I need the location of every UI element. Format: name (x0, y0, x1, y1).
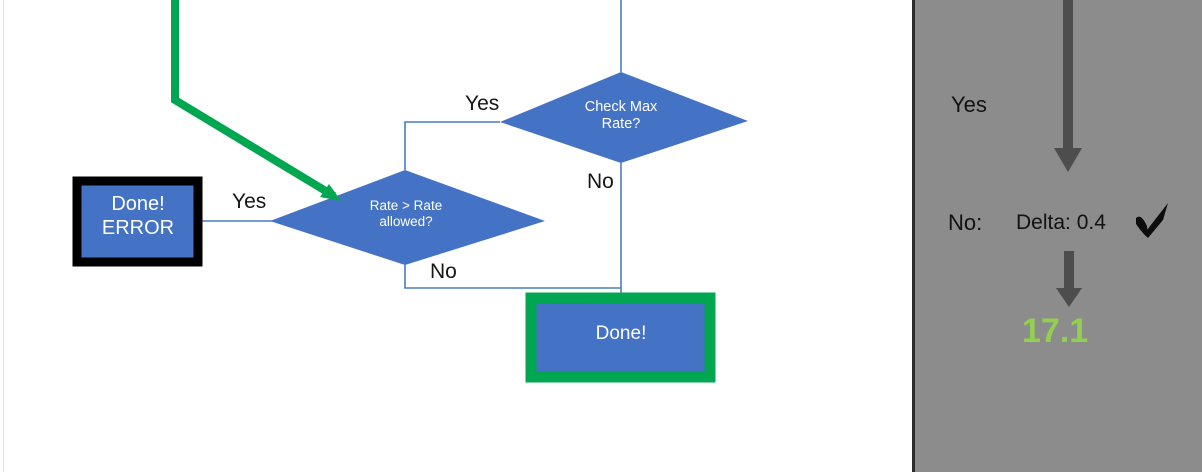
edge-label-yes-to-done-error: Yes (232, 190, 267, 213)
edge-label-no-from-check-max: No (587, 170, 614, 193)
panel-no-label: No: (948, 210, 983, 235)
page-left-edge (3, 0, 4, 472)
flowchart-diagram (72, 0, 748, 383)
node-rate-gt-allowed[interactable] (270, 170, 545, 265)
edge-label-yes-to-check-max: Yes (465, 92, 500, 115)
side-panel: Yes No: Delta: 0.4 17.1 (915, 0, 1202, 472)
edge-label-no-to-done: No (430, 260, 457, 283)
node-done-ok[interactable] (525, 292, 716, 383)
panel-left-border (912, 0, 915, 472)
down-arrow-long-icon (1054, 0, 1082, 172)
node-check-max-rate[interactable] (500, 72, 748, 163)
panel-yes-label: Yes (951, 92, 987, 117)
highlight-arrowhead-green (320, 184, 341, 201)
panel-arrows (1054, 0, 1168, 307)
panel-delta-label: Delta: 0.4 (1016, 211, 1106, 234)
connector-rate-to-check-max-yes (404, 121, 500, 170)
connector-rate-no-to-done (404, 265, 621, 289)
node-done-error[interactable] (72, 176, 203, 267)
highlight-path-green (171, 0, 337, 200)
checkmark-icon (1136, 203, 1168, 238)
panel-result-value: 17.1 (1022, 312, 1089, 350)
down-arrow-short-icon (1056, 251, 1082, 307)
